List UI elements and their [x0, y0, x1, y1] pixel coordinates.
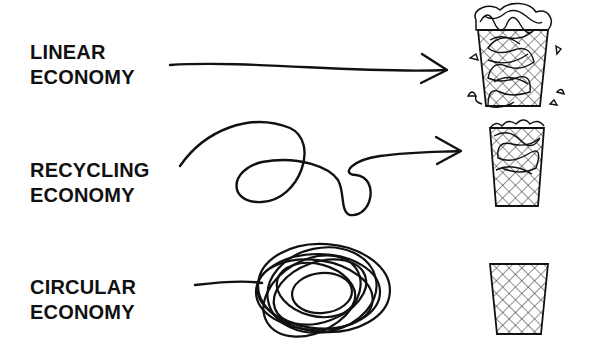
arrow-head	[436, 137, 461, 164]
scribble-loop	[255, 240, 393, 337]
recycling-arrow	[180, 122, 460, 215]
trash-scribble	[480, 10, 542, 107]
circular-line	[195, 282, 262, 285]
trash-scribble	[490, 120, 544, 174]
scribble-loop	[271, 255, 362, 326]
scribble-loop	[249, 239, 375, 353]
row-label: CIRCULAR ECONOMY	[30, 275, 165, 325]
row-label: LINEAR ECONOMY	[30, 40, 165, 90]
bin-body	[490, 264, 548, 334]
scribble-loop	[259, 237, 384, 342]
half-bin	[490, 120, 544, 206]
full-bin	[468, 3, 564, 107]
linear-arrow	[170, 64, 446, 71]
scribble-loop	[290, 270, 353, 315]
circular-scribble	[249, 237, 393, 353]
row-label: RECYCLING ECONOMY	[30, 158, 165, 208]
empty-bin	[490, 264, 548, 334]
spilled-trash	[468, 46, 564, 105]
arrow-head	[421, 54, 447, 83]
flows	[170, 54, 461, 285]
